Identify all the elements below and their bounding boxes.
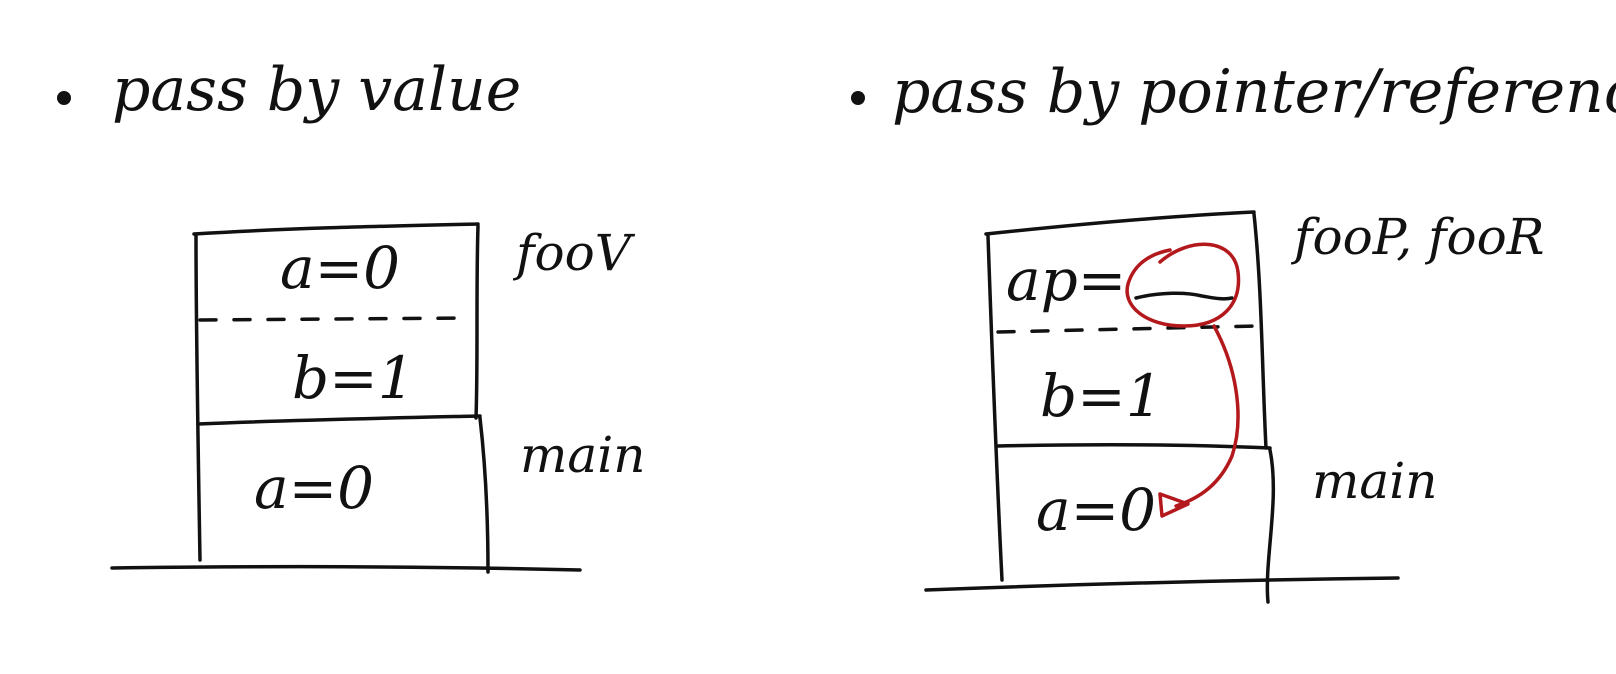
right-cell-ap-param: ap= [1006, 246, 1126, 314]
right-ap-value-scribble [1134, 291, 1234, 301]
right-stack-base-line [924, 576, 1400, 592]
pointer-circle [1125, 242, 1241, 328]
left-cell-a-param: a=0 [280, 234, 400, 302]
left-stack-left-edge [194, 234, 202, 562]
bullet-pass-by-value [57, 91, 71, 105]
heading-pass-by-value: pass by value [112, 55, 521, 125]
right-cell-b-local: b=1 [1040, 362, 1163, 430]
left-stack-right-edge-lower [478, 416, 490, 574]
left-cell-a-main: a=0 [254, 454, 374, 522]
pointer-arrowhead [1158, 492, 1190, 518]
right-frame-label-foop-foor: fooP, fooR [1290, 208, 1544, 266]
left-stack-base-line [110, 564, 582, 572]
left-stack-right-edge-upper [474, 224, 480, 420]
left-frame-label-main: main [520, 426, 645, 484]
left-dashed-separator [198, 316, 466, 322]
right-stack-left-edge [986, 234, 1004, 582]
left-frame-label-foov: fooV [512, 224, 636, 282]
right-frame-divider [996, 442, 1272, 450]
pointer-arrow-line [1174, 324, 1240, 508]
left-frame-divider [196, 414, 482, 426]
right-frame-label-main: main [1312, 452, 1437, 510]
pass-by-pointer-section: pass by pointer/reference ap= b=1 a=0 fo… [851, 57, 1616, 604]
pass-by-value-section: pass by value a=0 b=1 a=0 fooV main [57, 55, 645, 574]
right-stack-right-edge-lower [1265, 448, 1276, 604]
left-stack-top-edge [192, 222, 480, 236]
right-stack-top-edge [984, 210, 1256, 236]
right-stack-right-edge-upper [1252, 212, 1268, 450]
left-cell-b-local: b=1 [292, 344, 415, 412]
right-cell-a-main: a=0 [1036, 476, 1156, 544]
bullet-pass-by-pointer [851, 91, 865, 105]
heading-pass-by-pointer: pass by pointer/reference [892, 57, 1616, 127]
